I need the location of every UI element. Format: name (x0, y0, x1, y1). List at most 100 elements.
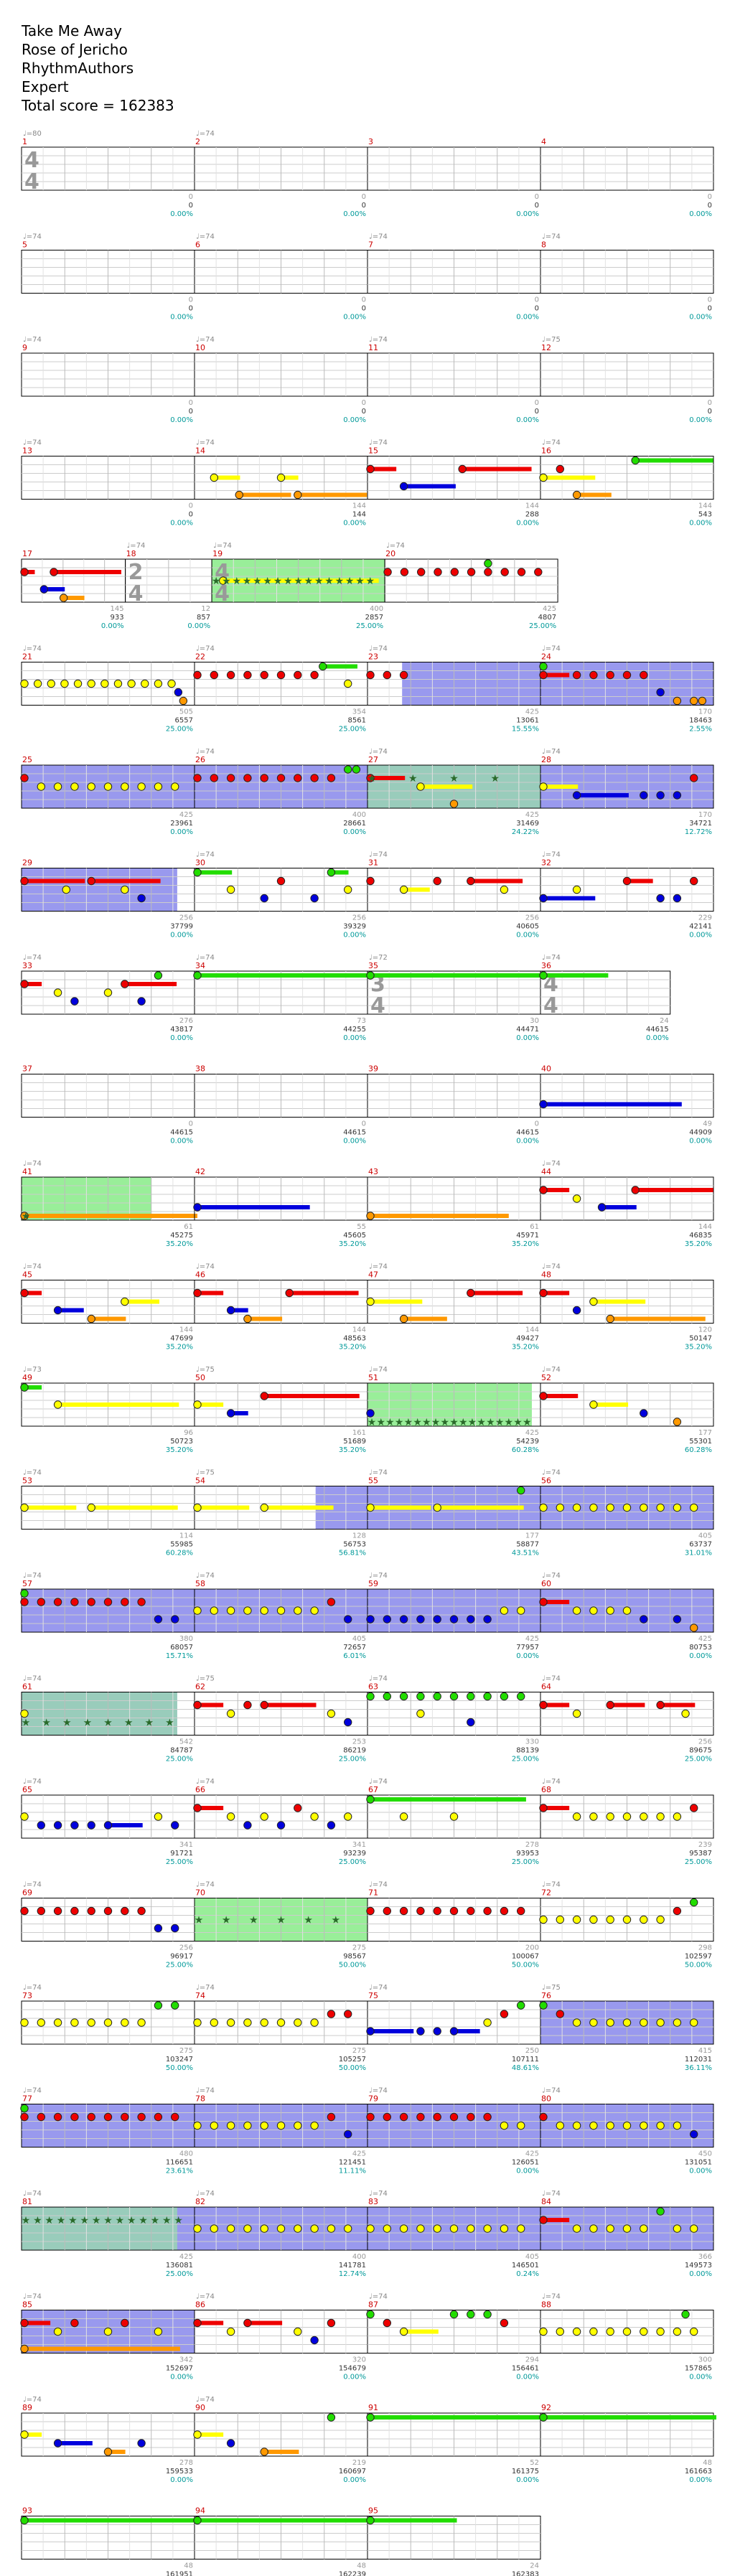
score-percent: 0.00% (343, 2374, 366, 2381)
note-gem (500, 568, 509, 576)
measure-points: 275 (352, 1944, 366, 1952)
note-gem (226, 774, 235, 782)
sustain-tail (264, 1505, 334, 1510)
score-percent: 60.28% (685, 1446, 712, 1454)
note-gem (589, 1297, 598, 1306)
note-gem (310, 2224, 319, 2233)
note-gem (383, 2318, 391, 2328)
time-signature-bottom: 4 (370, 993, 385, 1018)
score-percent: 0.00% (187, 622, 210, 630)
measure-number: 78 (195, 2094, 205, 2104)
note-gem (539, 1503, 548, 1512)
sustain-tail (370, 2518, 457, 2523)
sustain-tail (197, 2432, 224, 2437)
score-percent: 0.00% (343, 2476, 366, 2484)
note-gem (673, 2121, 682, 2130)
cumulative-score: 39329 (343, 923, 366, 931)
sustain-tail (57, 2441, 93, 2445)
note-gem (327, 2010, 336, 2018)
note-gem (640, 1503, 648, 1512)
note-gem (171, 1615, 179, 1624)
note-gem (572, 490, 581, 500)
measure-number: 94 (195, 2506, 205, 2516)
cumulative-score: 933 (111, 614, 124, 622)
note-gem (433, 2112, 441, 2122)
measure-number: 25 (22, 755, 32, 764)
measure-number: 43 (368, 1167, 378, 1176)
cumulative-score: 0 (189, 305, 193, 313)
sustain-tail (593, 1299, 646, 1304)
score-percent: 50.00% (512, 1962, 539, 1970)
note-gem (631, 456, 640, 465)
star-note-icon: ★ (263, 576, 272, 587)
measure-points: 0 (189, 399, 193, 407)
note-gem (673, 2327, 682, 2336)
note-gem (572, 791, 581, 800)
star-note-icon: ★ (68, 2215, 78, 2226)
sustain-tail (403, 887, 430, 892)
cumulative-score: 116651 (166, 2159, 193, 2167)
note-gem (226, 1306, 235, 1315)
measure-points: 425 (525, 708, 539, 716)
star-note-icon: ★ (440, 1417, 449, 1428)
measure-points: 278 (179, 2459, 193, 2467)
tempo-marker: ♩=74 (542, 1366, 561, 1374)
note-gem (154, 2001, 163, 2010)
measure-points: 24 (530, 2562, 539, 2570)
star-note-icon: ★ (57, 2215, 66, 2226)
note-gem (572, 670, 581, 680)
sustain-tail (264, 1394, 360, 1398)
note-gem (154, 2112, 163, 2122)
cumulative-score: 93239 (343, 1850, 366, 1858)
note-gem (174, 688, 183, 697)
measure-number: 17 (22, 549, 32, 558)
star-note-icon: ★ (127, 2215, 136, 2226)
sustain-tail (470, 879, 523, 884)
note-gem (500, 1906, 509, 1916)
sustain-tail (627, 879, 653, 884)
sustain-tail (108, 2450, 126, 2454)
sustain-tail (230, 1411, 248, 1415)
sustain-tail (230, 1308, 248, 1313)
measure-points: 144 (698, 502, 712, 510)
note-gem (656, 791, 665, 800)
measure-number: 88 (541, 2300, 551, 2310)
score-percent: 0.00% (170, 2374, 193, 2381)
measure-points: 48 (184, 2562, 193, 2570)
measure-points: 278 (525, 1841, 539, 1849)
score-percent: 11.11% (339, 2168, 366, 2175)
cumulative-score: 0 (189, 511, 193, 519)
cumulative-score: 0 (535, 305, 539, 313)
cumulative-score: 102597 (685, 1953, 712, 1961)
note-gem (622, 2327, 632, 2336)
score-percent: 0.00% (689, 1138, 712, 1146)
note-gem (690, 774, 698, 782)
note-gem (210, 774, 218, 782)
time-signature-top: 4 (543, 972, 558, 997)
score-percent: 24.22% (512, 828, 539, 836)
note-gem (352, 765, 361, 774)
score-percent: 35.20% (685, 1344, 712, 1352)
star-note-icon: ★ (408, 773, 418, 784)
measure-number: 53 (22, 1476, 32, 1486)
time-signature-top: 4 (24, 148, 39, 173)
measure-points: 425 (698, 1635, 712, 1643)
cumulative-score: 107111 (512, 2056, 539, 2064)
note-gem (20, 876, 29, 886)
note-gem (517, 1906, 525, 1916)
note-gem (210, 670, 218, 680)
note-gem (449, 2027, 459, 2036)
score-percent: 0.00% (689, 210, 712, 218)
note-gem (70, 1906, 79, 1916)
tempo-marker: ♩=74 (196, 2190, 215, 2198)
note-gem (366, 1503, 375, 1512)
note-gem (467, 1718, 475, 1727)
measure-points: 48 (703, 2459, 712, 2467)
note-gem (87, 2018, 95, 2027)
note-gem (310, 1606, 319, 1615)
sustain-tail (24, 1291, 42, 1296)
measure-points: 415 (698, 2047, 712, 2055)
note-gem (193, 2018, 202, 2027)
sustain-tail (281, 475, 299, 480)
note-gem (193, 1700, 202, 1710)
